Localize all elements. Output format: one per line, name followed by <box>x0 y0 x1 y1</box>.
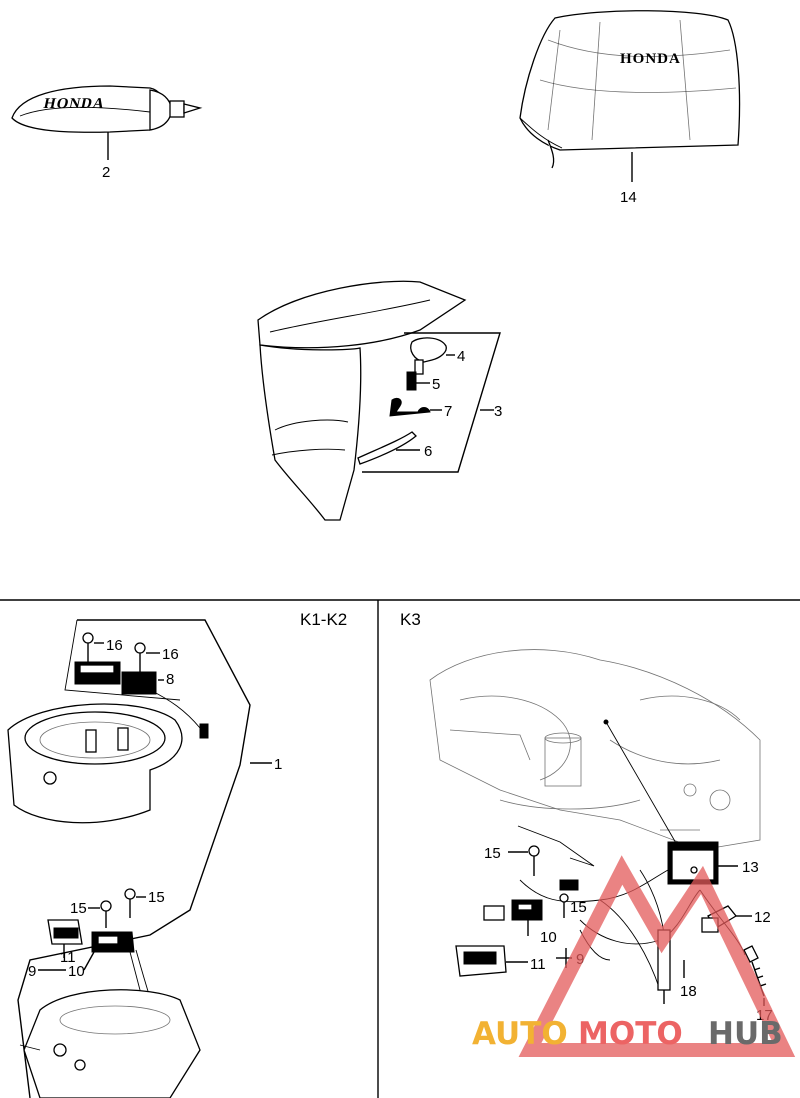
callout-15d: 15 <box>148 889 165 906</box>
callout-10r: 10 <box>540 929 557 946</box>
bolt-15b <box>559 893 569 918</box>
engine-cover: 4 5 7 3 6 <box>257 280 502 521</box>
right-assembly: 15 13 12 15 10 <box>429 649 773 1024</box>
callout-5: 5 <box>432 376 440 393</box>
callout-15c: 15 <box>70 900 87 917</box>
tiller-grip: HONDA 2 <box>11 85 203 181</box>
callout-16b: 16 <box>162 646 179 663</box>
callout-9: 9 <box>28 963 36 980</box>
callout-2: 2 <box>102 164 110 181</box>
callout-8: 8 <box>166 671 174 688</box>
callout-7: 7 <box>444 403 452 420</box>
bolt-15d <box>124 888 136 918</box>
callout-15b: 15 <box>570 899 587 916</box>
bolt-15a <box>528 845 540 876</box>
callout-12: 12 <box>754 909 771 926</box>
watermark-moto: MOTO <box>578 1016 683 1052</box>
callout-6: 6 <box>424 443 432 460</box>
callout-15a: 15 <box>484 845 501 862</box>
bolt-15c <box>100 900 112 928</box>
callout-1: 1 <box>274 756 282 773</box>
tiller-logo: HONDA <box>42 95 106 112</box>
bolt-16a <box>82 632 94 664</box>
section-label-k1-k2: K1-K2 <box>300 610 347 629</box>
bolt-16b <box>134 642 146 672</box>
callout-13: 13 <box>742 859 759 876</box>
callout-3: 3 <box>494 403 502 420</box>
watermark-hub: HUB <box>708 1016 783 1052</box>
callout-11r: 11 <box>530 956 546 973</box>
section-label-k3: K3 <box>400 610 421 629</box>
watermark: AUTO MOTO HUB <box>472 855 796 1057</box>
callout-10: 10 <box>68 963 85 980</box>
watermark-auto: AUTO <box>472 1016 568 1052</box>
left-assembly: 16 16 8 1 15 <box>7 619 282 1098</box>
callout-14: 14 <box>620 189 637 206</box>
motor-cover: HONDA 14 <box>519 10 741 206</box>
callout-4: 4 <box>457 348 465 365</box>
callout-11: 11 <box>60 949 76 966</box>
callout-16a: 16 <box>106 637 123 654</box>
callout-18: 18 <box>680 983 697 1000</box>
cover-logo: HONDA <box>620 51 681 67</box>
